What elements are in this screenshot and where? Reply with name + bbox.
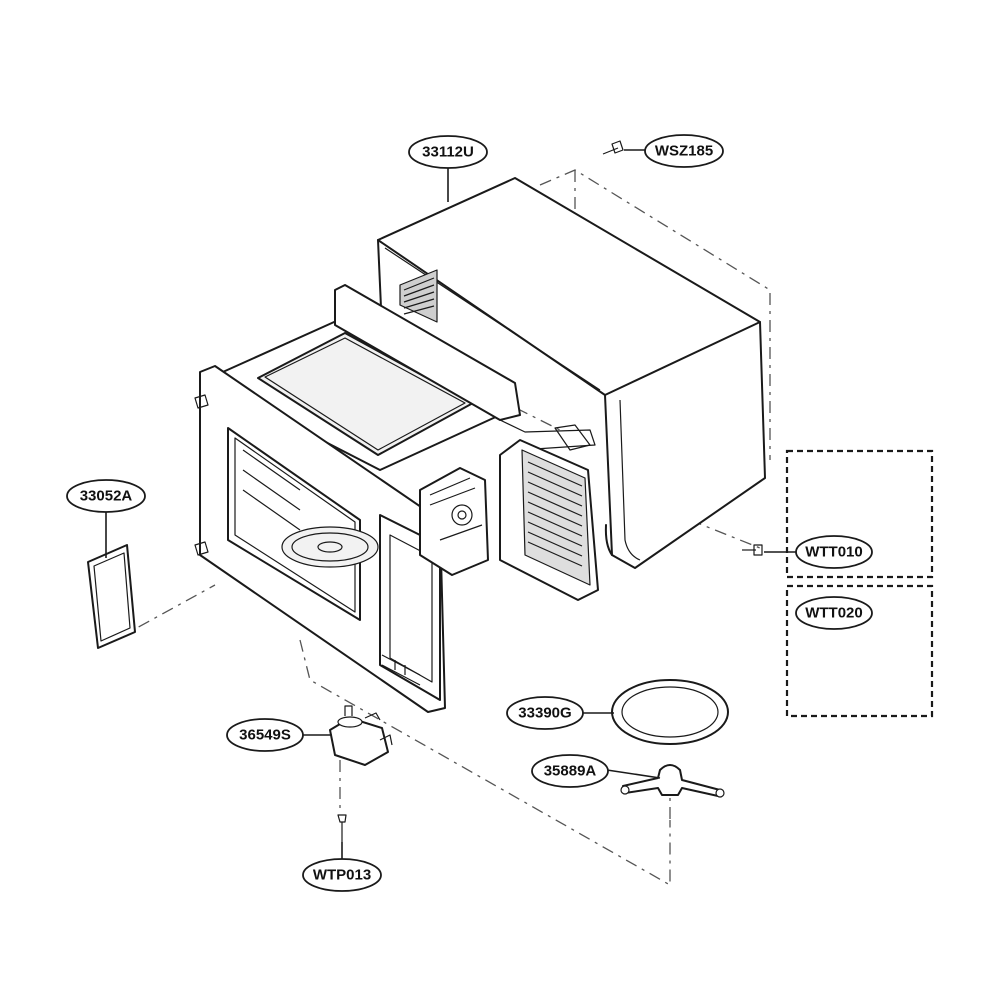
callout-label: WSZ185 xyxy=(655,143,713,160)
wtt020-box xyxy=(785,584,934,718)
callout-label: WTT020 xyxy=(805,605,863,622)
outer-cabinet xyxy=(377,177,766,569)
callout-label: 33052A xyxy=(80,488,133,505)
callout-leaders xyxy=(105,149,797,860)
callout-label: WTT010 xyxy=(805,544,863,561)
callout-label: 33390G xyxy=(518,705,571,722)
cabinet-vents xyxy=(399,269,438,323)
wtt010-box xyxy=(785,449,934,579)
callout-label: WTP013 xyxy=(313,867,371,884)
screw-wsz185 xyxy=(602,140,624,155)
callout-36549S: 36549S xyxy=(226,718,304,752)
waveguide-cover xyxy=(87,544,136,649)
callout-WSZ185: WSZ185 xyxy=(644,134,724,168)
roller-ring xyxy=(620,764,725,798)
callout-WTP013: WTP013 xyxy=(302,858,382,892)
turntable-motor xyxy=(329,705,393,766)
callout-label: 36549S xyxy=(239,727,291,744)
callout-label: 33112U xyxy=(422,144,474,161)
callout-WTT020: WTT020 xyxy=(795,596,873,630)
screw-wtt010 xyxy=(742,544,763,556)
inner-chassis xyxy=(194,284,599,713)
callout-33112U: 33112U xyxy=(408,135,488,169)
callout-35889A: 35889A xyxy=(531,754,609,788)
callout-label: 35889A xyxy=(544,763,597,780)
callout-WTT010: WTT010 xyxy=(795,535,873,569)
screw-wtp013 xyxy=(337,814,347,842)
callout-33052A: 33052A xyxy=(66,479,146,513)
glass-tray xyxy=(611,679,729,745)
callout-33390G: 33390G xyxy=(506,696,584,730)
